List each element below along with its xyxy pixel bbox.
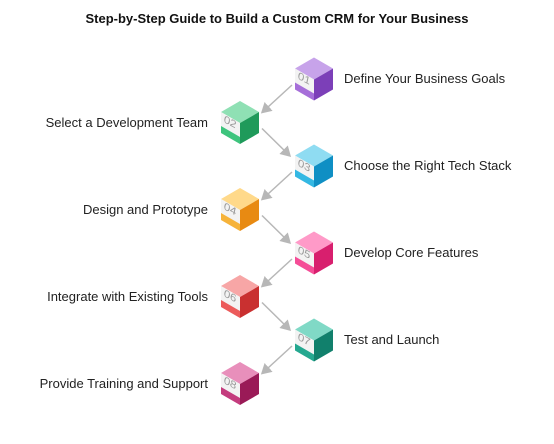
connector-arrow bbox=[260, 345, 293, 375]
step-cube-05: 05 bbox=[295, 231, 333, 275]
step-label-08: Provide Training and Support bbox=[39, 375, 208, 391]
cube-bottom-band bbox=[295, 343, 314, 362]
step-cube-07: 07 bbox=[295, 318, 333, 362]
connector-arrow bbox=[260, 84, 293, 114]
cube-right-face bbox=[240, 286, 259, 318]
cube-right-face bbox=[314, 155, 333, 188]
step-cube-03: 03 bbox=[295, 144, 333, 188]
connector-arrow bbox=[260, 171, 293, 201]
cube-right-face bbox=[314, 68, 333, 101]
step-label-03: Choose the Right Tech Stack bbox=[344, 158, 512, 173]
cube-bottom-band bbox=[221, 300, 240, 318]
cube-bottom-band bbox=[295, 82, 314, 101]
cube-bottom-band bbox=[295, 256, 314, 275]
step-label-07: Test and Launch bbox=[344, 332, 440, 347]
step-label-06: Integrate with Existing Tools bbox=[47, 288, 208, 304]
step-label-02: Select a Development Team bbox=[45, 114, 208, 130]
step-label-04: Design and Prototype bbox=[82, 201, 208, 217]
connector-arrow bbox=[261, 127, 292, 158]
cube-right-face bbox=[314, 242, 333, 275]
connector-arrow bbox=[260, 258, 293, 288]
cube-right-face bbox=[240, 373, 259, 405]
cube-bottom-band bbox=[221, 387, 240, 405]
cube-bottom-band bbox=[295, 169, 314, 188]
step-cube-04: 04 bbox=[221, 188, 259, 231]
diagram-title: Step-by-Step Guide to Build a Custom CRM… bbox=[85, 11, 469, 26]
step-cube-01: 01 bbox=[295, 57, 333, 101]
cube-right-face bbox=[314, 329, 333, 362]
cube-right-face bbox=[240, 112, 259, 144]
step-label-01: Define Your Business Goals bbox=[344, 71, 506, 86]
step-label-05: Develop Core Features bbox=[344, 245, 479, 260]
connector-arrow bbox=[261, 301, 292, 332]
connector-arrow bbox=[261, 214, 292, 245]
step-cube-06: 06 bbox=[221, 275, 259, 318]
cube-bottom-band bbox=[221, 126, 240, 144]
cube-right-face bbox=[240, 199, 259, 231]
step-cube-08: 08 bbox=[221, 362, 259, 405]
step-cube-02: 02 bbox=[221, 101, 259, 144]
cube-bottom-band bbox=[221, 213, 240, 231]
